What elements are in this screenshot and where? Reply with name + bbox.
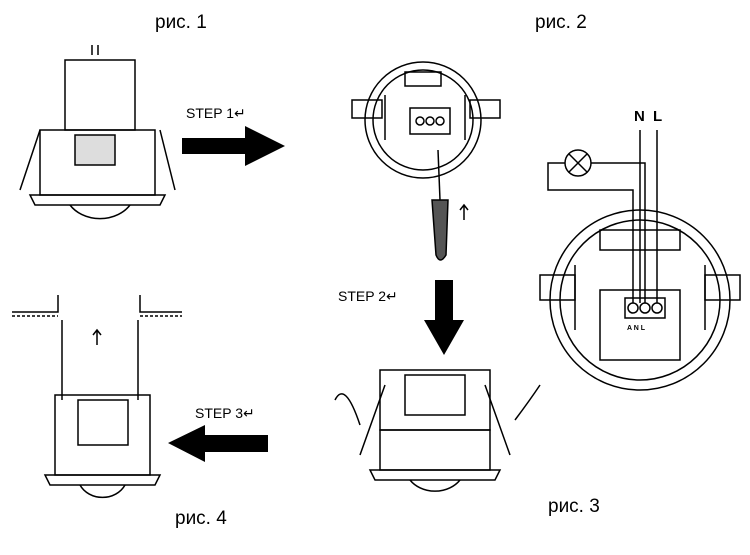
figure-label-3: рис. 3 <box>548 496 600 517</box>
sensor-fig2 <box>351 61 501 261</box>
sensor-fig4 <box>12 295 182 499</box>
live-label: L <box>653 108 663 125</box>
terminal-labels: A N L <box>627 325 646 332</box>
arrow-step2 <box>424 280 464 355</box>
arrow-step3 <box>168 425 268 462</box>
sensor-fig3 <box>334 369 541 492</box>
step3-label: STEP 3↵ <box>195 405 255 421</box>
step1-label: STEP 1↵ <box>186 105 246 121</box>
figure-label-1: рис. 1 <box>155 12 207 33</box>
step2-label: STEP 2↵ <box>338 288 398 304</box>
sensor-fig1 <box>19 45 176 220</box>
figure-label-2: рис. 2 <box>535 12 587 33</box>
arrow-step1 <box>182 126 285 166</box>
figure-label-4: рис. 4 <box>175 508 227 529</box>
neutral-label: N <box>634 108 645 125</box>
wiring-diagram <box>539 130 741 391</box>
